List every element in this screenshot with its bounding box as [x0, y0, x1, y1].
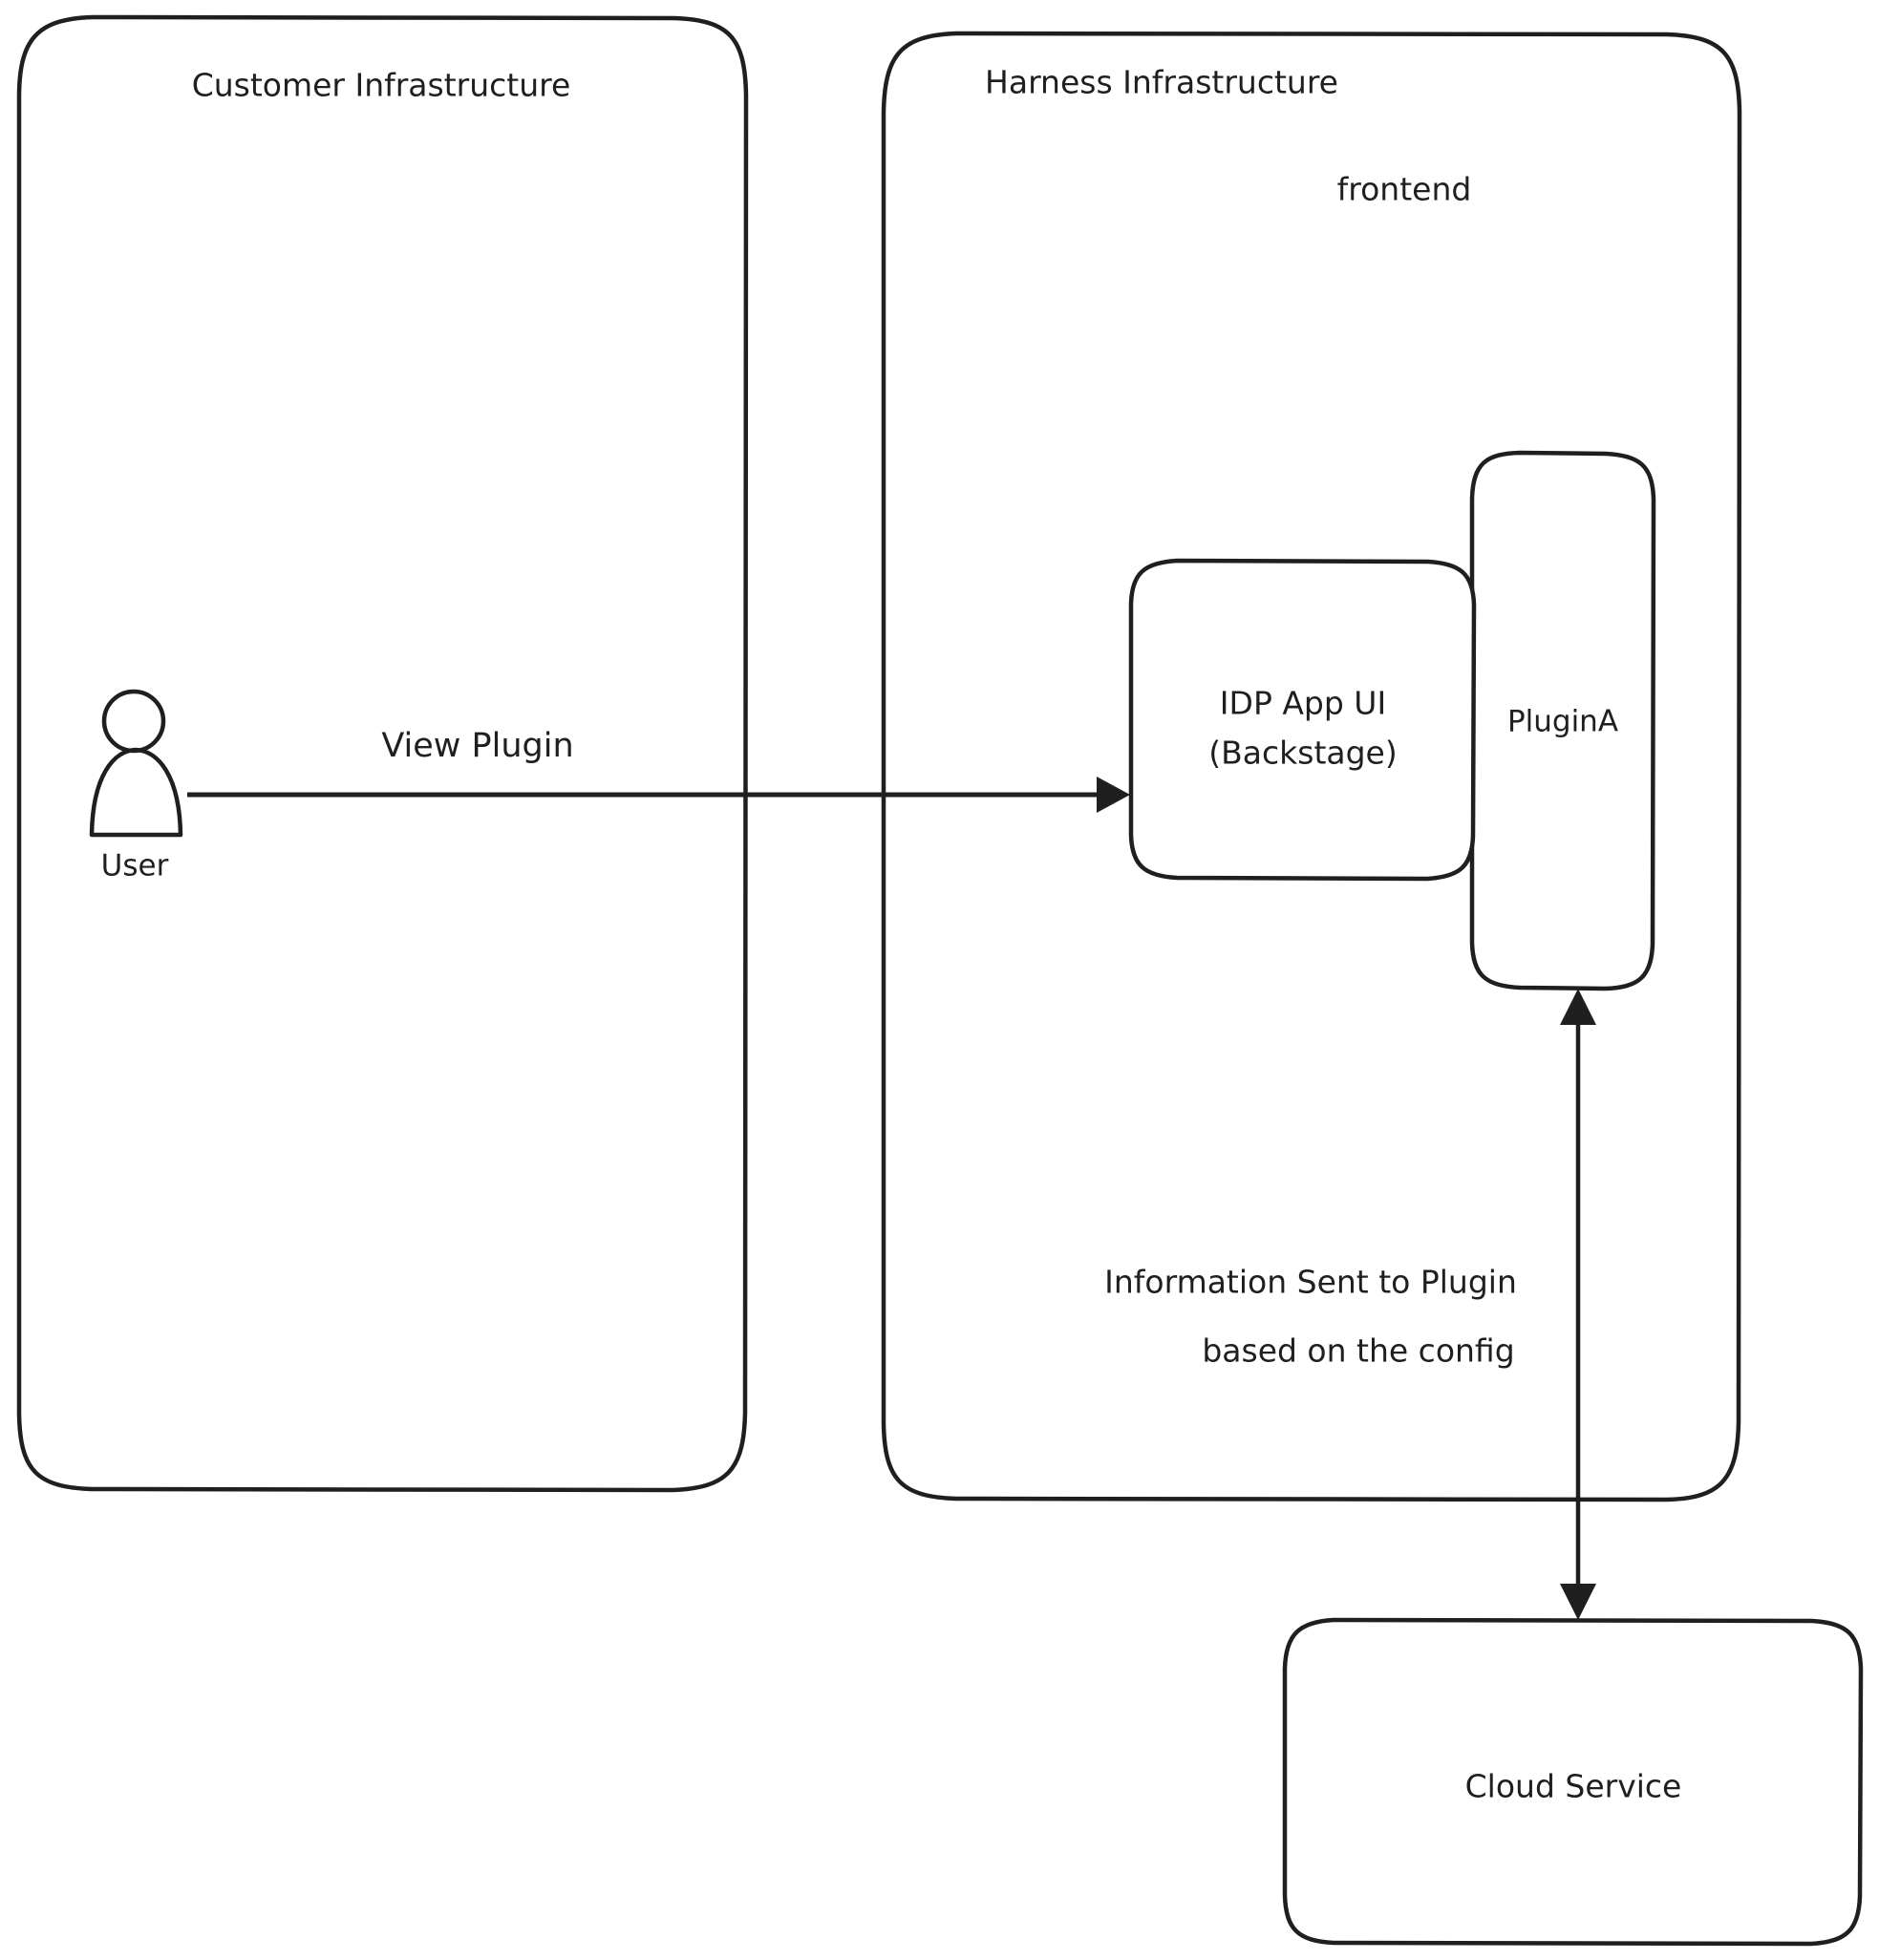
plugin-a-box	[1469, 450, 1656, 991]
node-idp-app-ui[interactable]: IDP App UI (Backstage)	[1128, 558, 1477, 882]
idp-app-ui-label-line1: IDP App UI	[1220, 685, 1386, 722]
info-sent-label-line1: Information Sent to Plugin	[1104, 1264, 1517, 1301]
edge-view-plugin: View Plugin	[187, 727, 1130, 813]
plugin-a-label: PluginA	[1507, 705, 1618, 739]
user-label: User	[101, 849, 169, 884]
user-actor-icon	[89, 689, 183, 838]
info-sent-arrowhead-up	[1560, 989, 1596, 1025]
view-plugin-arrowhead	[1097, 777, 1130, 813]
user-head	[101, 689, 166, 754]
cloud-service-label: Cloud Service	[1465, 1768, 1682, 1805]
idp-app-ui-box	[1128, 558, 1477, 882]
info-sent-arrowhead-down	[1560, 1584, 1596, 1620]
edge-info-sent-to-plugin: Information Sent to Plugin based on the …	[1104, 989, 1596, 1620]
cloud-service-box	[1282, 1617, 1864, 1947]
harness-frontend-sublabel: frontend	[1337, 171, 1472, 208]
node-plugin-a[interactable]: PluginA	[1469, 450, 1656, 991]
info-sent-label-line2: based on the config	[1202, 1332, 1514, 1370]
node-cloud-service[interactable]: Cloud Service	[1282, 1617, 1864, 1947]
idp-app-ui-label-line2: (Backstage)	[1208, 735, 1397, 772]
harness-infrastructure-title: Harness Infrastructure	[985, 64, 1338, 101]
customer-infrastructure-boundary	[16, 14, 749, 1493]
group-customer-infrastructure: Customer Infrastructure	[16, 14, 749, 1493]
view-plugin-label: View Plugin	[381, 727, 573, 765]
customer-infrastructure-title: Customer Infrastructure	[192, 67, 571, 104]
